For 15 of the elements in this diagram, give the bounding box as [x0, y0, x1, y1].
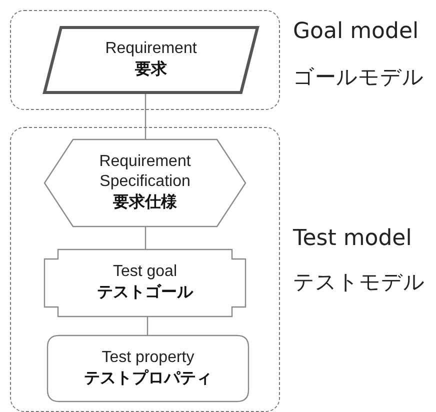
group-title: Goal model	[293, 19, 419, 44]
node-label: Requirement	[105, 39, 197, 59]
node-label: Test goal	[112, 262, 178, 282]
connector-line	[146, 317, 148, 335]
node-sublabel: テストプロパティ	[84, 368, 212, 388]
connector-line	[144, 227, 146, 249]
group-subtitle: テストモデル	[293, 269, 425, 296]
node-label: Test property	[102, 348, 194, 368]
node-sublabel: 要求	[135, 60, 167, 80]
group-title: Test model	[293, 226, 412, 251]
group-subtitle: ゴールモデル	[293, 64, 424, 91]
connector-line	[144, 94, 146, 139]
node-sublabel: 要求仕様	[113, 192, 177, 213]
node-sublabel: テストゴール	[97, 282, 193, 303]
node-label: Requirement Specification	[98, 152, 192, 192]
